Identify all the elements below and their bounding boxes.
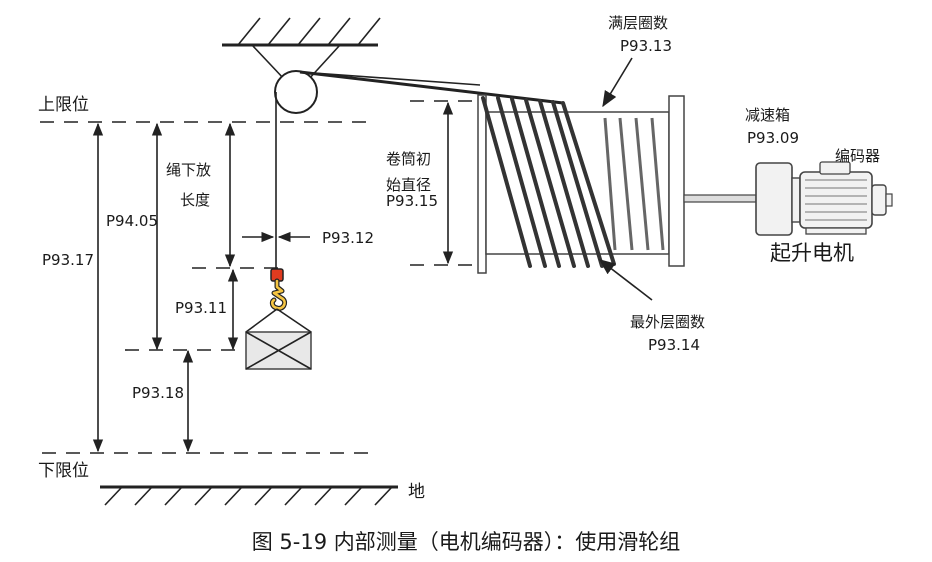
upper-limit-line: 上限位 <box>38 95 370 123</box>
drum-right-flange <box>668 95 685 267</box>
callout-full-layer: 满层圈数 P93.13 <box>602 14 672 108</box>
fixed-pulley <box>251 44 341 114</box>
rope-length-label-1: 绳下放 <box>166 161 211 179</box>
encoder-label: 编码器 <box>835 147 880 165</box>
encoder-shaft <box>885 193 893 207</box>
dimension-p9317: P93.17 <box>42 122 104 453</box>
outer-layer-label: 最外层圈数 <box>630 313 705 331</box>
load <box>245 308 312 370</box>
dimension-p9312: P93.12 <box>242 229 374 247</box>
hoist-motor: 编码器 起升电机 <box>770 147 893 265</box>
p9405-label: P94.05 <box>106 212 158 230</box>
p9317-label: P93.17 <box>42 251 94 269</box>
drum-dia-label-2: 始直径 <box>386 176 431 194</box>
motor-foot <box>805 227 867 235</box>
hook <box>269 268 288 311</box>
gearbox: 减速箱 P93.09 <box>745 106 799 236</box>
outer-layer-param: P93.14 <box>648 336 700 354</box>
gearbox-param: P93.09 <box>747 129 799 147</box>
ground-label: 地 <box>408 482 425 502</box>
motor-terminal-box <box>819 161 851 175</box>
full-layer-param: P93.13 <box>620 37 672 55</box>
p9311-label: P93.11 <box>175 299 227 317</box>
upper-limit-label: 上限位 <box>38 95 89 115</box>
dimension-rope-length: 绳下放 长度 <box>166 122 236 268</box>
dimension-p9405: P94.05 <box>106 122 163 351</box>
lower-limit-line: 下限位 <box>38 452 372 481</box>
drum-coils <box>481 96 616 268</box>
rope-length-label-2: 长度 <box>180 191 210 209</box>
encoder-housing <box>871 184 887 216</box>
drum-left-flange <box>477 94 487 274</box>
motor-flange <box>791 177 801 223</box>
callout-outer-layer: 最外层圈数 P93.14 <box>598 259 705 354</box>
p9318-label: P93.18 <box>132 384 184 402</box>
hoist-rope <box>275 70 564 268</box>
drive-shaft <box>683 194 757 203</box>
drum-dia-label-1: 卷筒初 <box>386 150 431 168</box>
dimension-p9311: P93.11 <box>175 268 239 351</box>
drum <box>410 94 685 274</box>
lower-limit-label: 下限位 <box>38 461 89 481</box>
p9315-label: P93.15 <box>386 192 438 210</box>
gearbox-label: 减速箱 <box>745 106 790 124</box>
ground: 地 <box>100 482 425 506</box>
dimension-p9318: P93.18 <box>132 349 194 453</box>
p9312-label: P93.12 <box>322 229 374 247</box>
hoist-motor-label: 起升电机 <box>770 241 854 265</box>
figure-caption: 图 5-19 内部测量（电机编码器）：使用滑轮组 <box>252 530 681 554</box>
full-layer-label: 满层圈数 <box>608 14 668 32</box>
ceiling <box>222 17 381 47</box>
dimension-p9315: 卷筒初 始直径 P93.15 <box>386 101 454 265</box>
gearbox-housing <box>755 162 793 236</box>
